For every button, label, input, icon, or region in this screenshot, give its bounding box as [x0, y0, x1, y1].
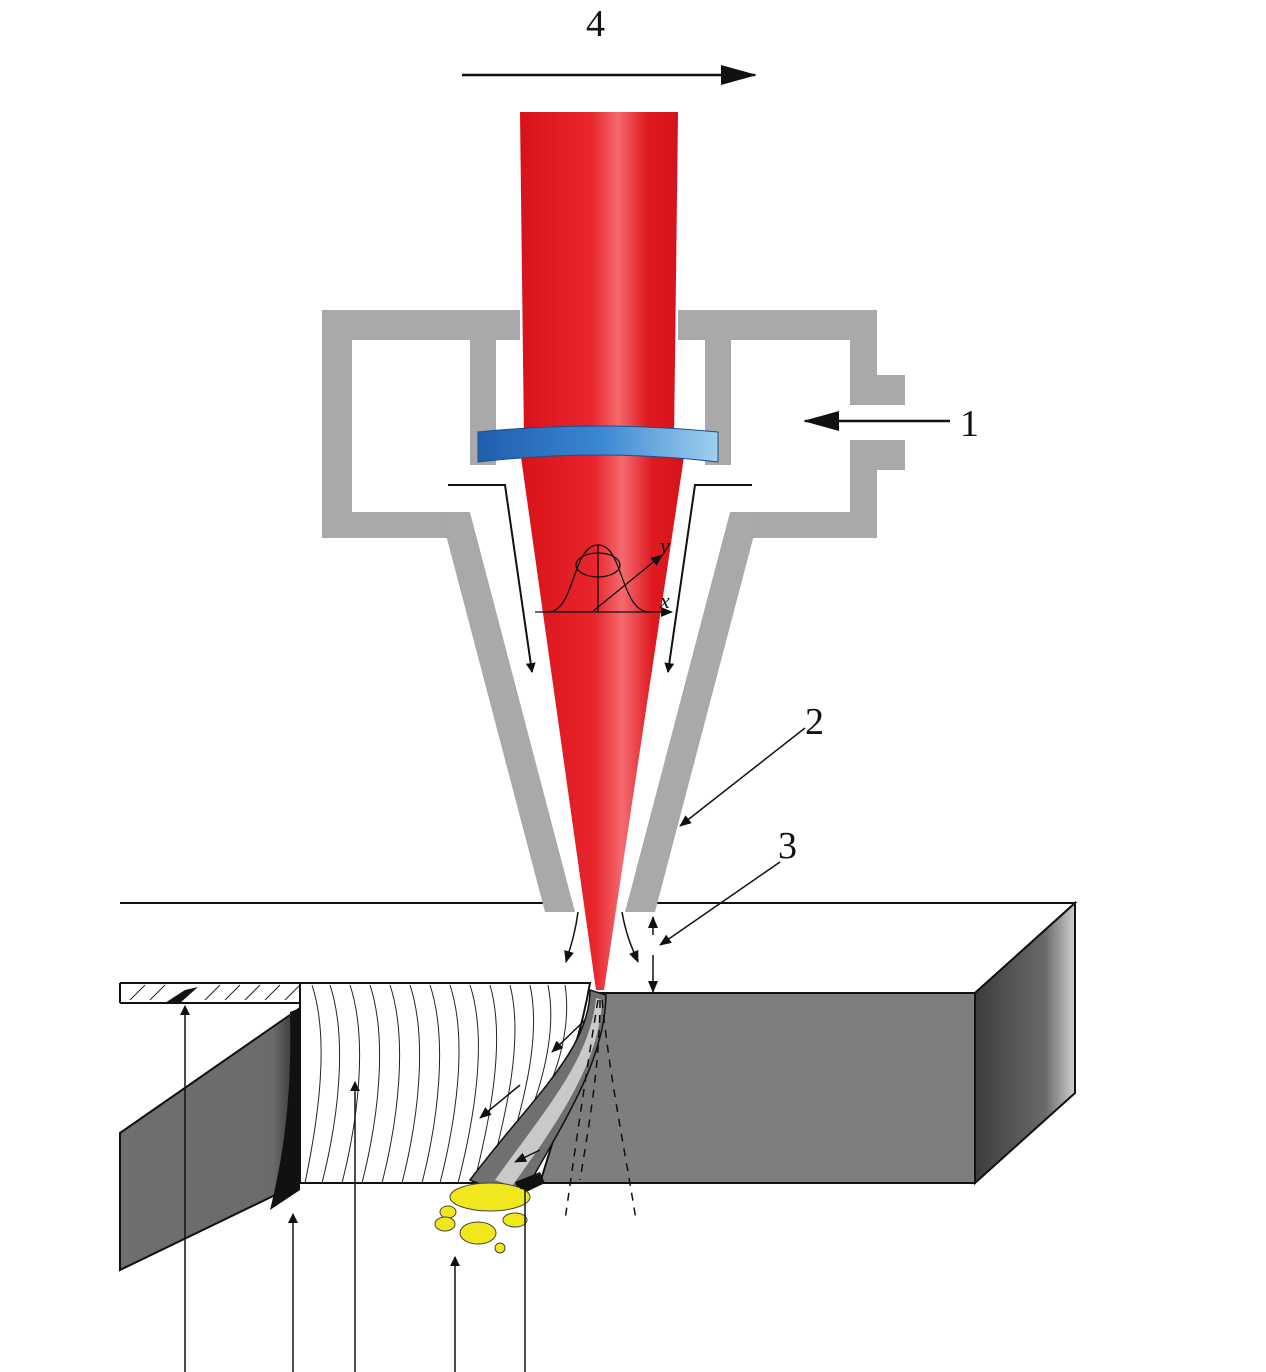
- label-assist-gas-inlet: 1: [960, 403, 979, 445]
- heat-affected-dashes: [564, 999, 637, 1221]
- beam-converging: [520, 450, 685, 990]
- standoff-callout-arrow: [659, 861, 781, 946]
- profile-axis-x-label: x: [659, 588, 670, 613]
- beam-profile: [535, 544, 673, 617]
- molten-pool: [449, 1182, 531, 1212]
- gas-inlet-lower: [850, 440, 905, 470]
- gas-inlet-upper: [850, 375, 905, 405]
- melt-channel-highlight: [495, 998, 602, 1186]
- nozzle-walls: [322, 310, 905, 912]
- top-rim-striations: [129, 984, 301, 1001]
- droplet: [434, 1216, 456, 1232]
- workpiece-side-face: [974, 900, 1076, 1186]
- workpiece-front-face: [538, 992, 976, 1184]
- droplet: [439, 1205, 457, 1219]
- cut-face-left: [119, 1006, 301, 1272]
- bottom-reference-arrows: [180, 1005, 530, 1372]
- kerf-flow-arrows: [479, 1019, 586, 1163]
- assist-gas-flow: [448, 484, 752, 673]
- nozzle-top-wall: [322, 310, 520, 340]
- droplet: [494, 1242, 506, 1254]
- label-nozzle: 2: [805, 701, 824, 743]
- label-standoff-distance: 3: [778, 825, 797, 867]
- cut-face-dark-edge: [270, 1008, 300, 1210]
- nozzle-bottom-right: [738, 512, 877, 538]
- beam-collimated: [520, 112, 678, 440]
- gas-exit-arrows: [564, 911, 639, 963]
- profile-y-axis: [591, 554, 663, 613]
- molten-droplets: [434, 1182, 531, 1254]
- droplet: [502, 1212, 528, 1228]
- nozzle-callout-arrow: [679, 727, 806, 827]
- top-rim-dark-mark: [165, 987, 198, 1003]
- workpiece: [119, 900, 1078, 1272]
- label-cutting-direction: 4: [586, 3, 605, 45]
- nozzle-right-wall: [850, 310, 877, 375]
- profile-axis-y-label: y: [658, 533, 670, 558]
- droplet: [459, 1221, 497, 1245]
- focusing-lens: [477, 425, 719, 463]
- nozzle-top-wall-right: [678, 310, 877, 340]
- nozzle-cone-right: [625, 512, 760, 912]
- laser-beam: [520, 112, 685, 990]
- nozzle-cone-left: [440, 512, 575, 912]
- nozzle-bottom-left: [322, 512, 462, 538]
- nozzle-left-wall: [322, 310, 352, 538]
